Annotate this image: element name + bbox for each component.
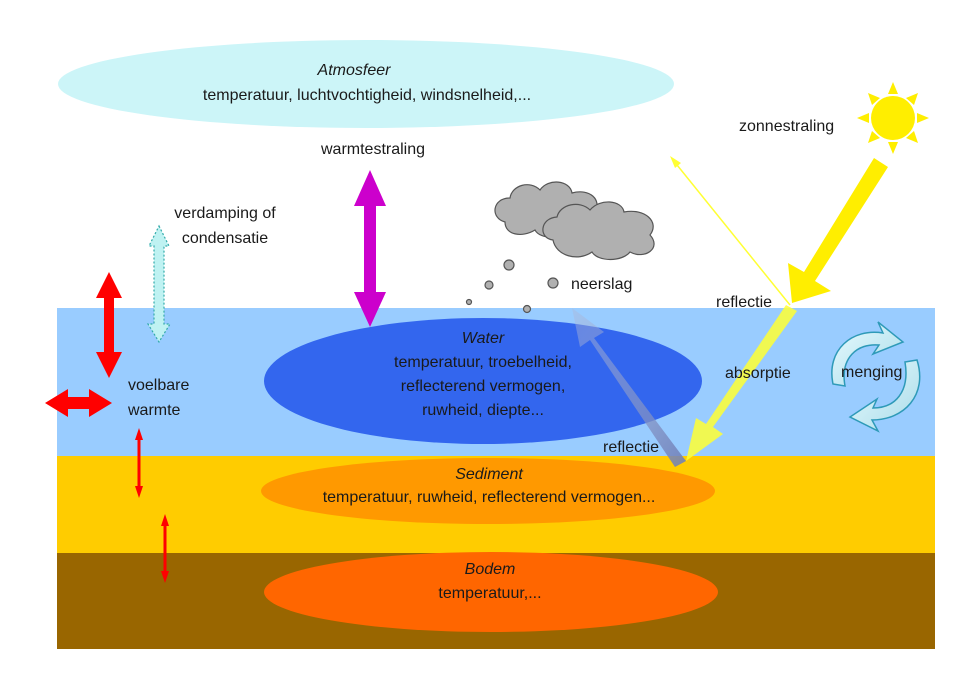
evaporation-label-line2: condensatie: [182, 230, 268, 247]
reflection-bottom-label: reflectie: [603, 439, 659, 456]
heat-arrow-water-sediment: [135, 428, 143, 498]
water-title: Water: [462, 330, 505, 347]
thermal-radiation-label: warmtestraling: [320, 141, 425, 158]
water-properties-line3: ruwheid, diepte...: [422, 402, 544, 419]
solar-radiation-arrow: [788, 158, 888, 303]
mixing-label: menging: [841, 364, 902, 381]
water-properties-line2: reflecterend vermogen,: [401, 378, 566, 395]
raindrops-icon: [465, 259, 559, 314]
atmosphere-ellipse: [58, 40, 674, 128]
reflection-ray: [672, 159, 791, 306]
mixing-cycle-icon: [831, 321, 921, 433]
atmosphere-title: Atmosfeer: [317, 62, 392, 79]
evaporation-label-line1: verdamping of: [174, 205, 276, 222]
bottom-reflection-arrow: [572, 308, 686, 467]
evaporation-arrow: [146, 224, 172, 344]
solar-radiation-label: zonnestraling: [739, 118, 834, 135]
absorption-arrow: [686, 305, 797, 461]
sediment-title: Sediment: [455, 466, 523, 483]
absorption-label: absorptie: [725, 365, 791, 382]
soil-ellipse: [264, 552, 718, 632]
sensible-heat-horizontal-arrow: [45, 389, 112, 417]
cloud-icon: [494, 181, 655, 261]
atmosphere-properties: temperatuur, luchtvochtigheid, windsnelh…: [203, 87, 531, 104]
sediment-ellipse: [261, 458, 715, 524]
water-properties-line1: temperatuur, troebelheid,: [394, 354, 572, 371]
sensible-heat-label-line1: voelbare: [128, 377, 189, 394]
sensible-heat-label-line2: warmte: [127, 402, 181, 419]
sediment-properties: temperatuur, ruwheid, reflecterend vermo…: [323, 489, 656, 506]
soil-title: Bodem: [465, 561, 516, 578]
thermal-radiation-arrow: [354, 170, 386, 327]
precipitation-label: neerslag: [571, 276, 632, 293]
reflection-ray-head: [670, 156, 681, 168]
soil-properties: temperatuur,...: [438, 585, 541, 602]
sun-icon: [857, 82, 929, 154]
reflection-surface-label: reflectie: [716, 294, 772, 311]
sensible-heat-vertical-arrow: [96, 272, 122, 378]
water-ellipse: [264, 318, 702, 444]
heat-arrow-sediment-soil: [161, 514, 169, 583]
